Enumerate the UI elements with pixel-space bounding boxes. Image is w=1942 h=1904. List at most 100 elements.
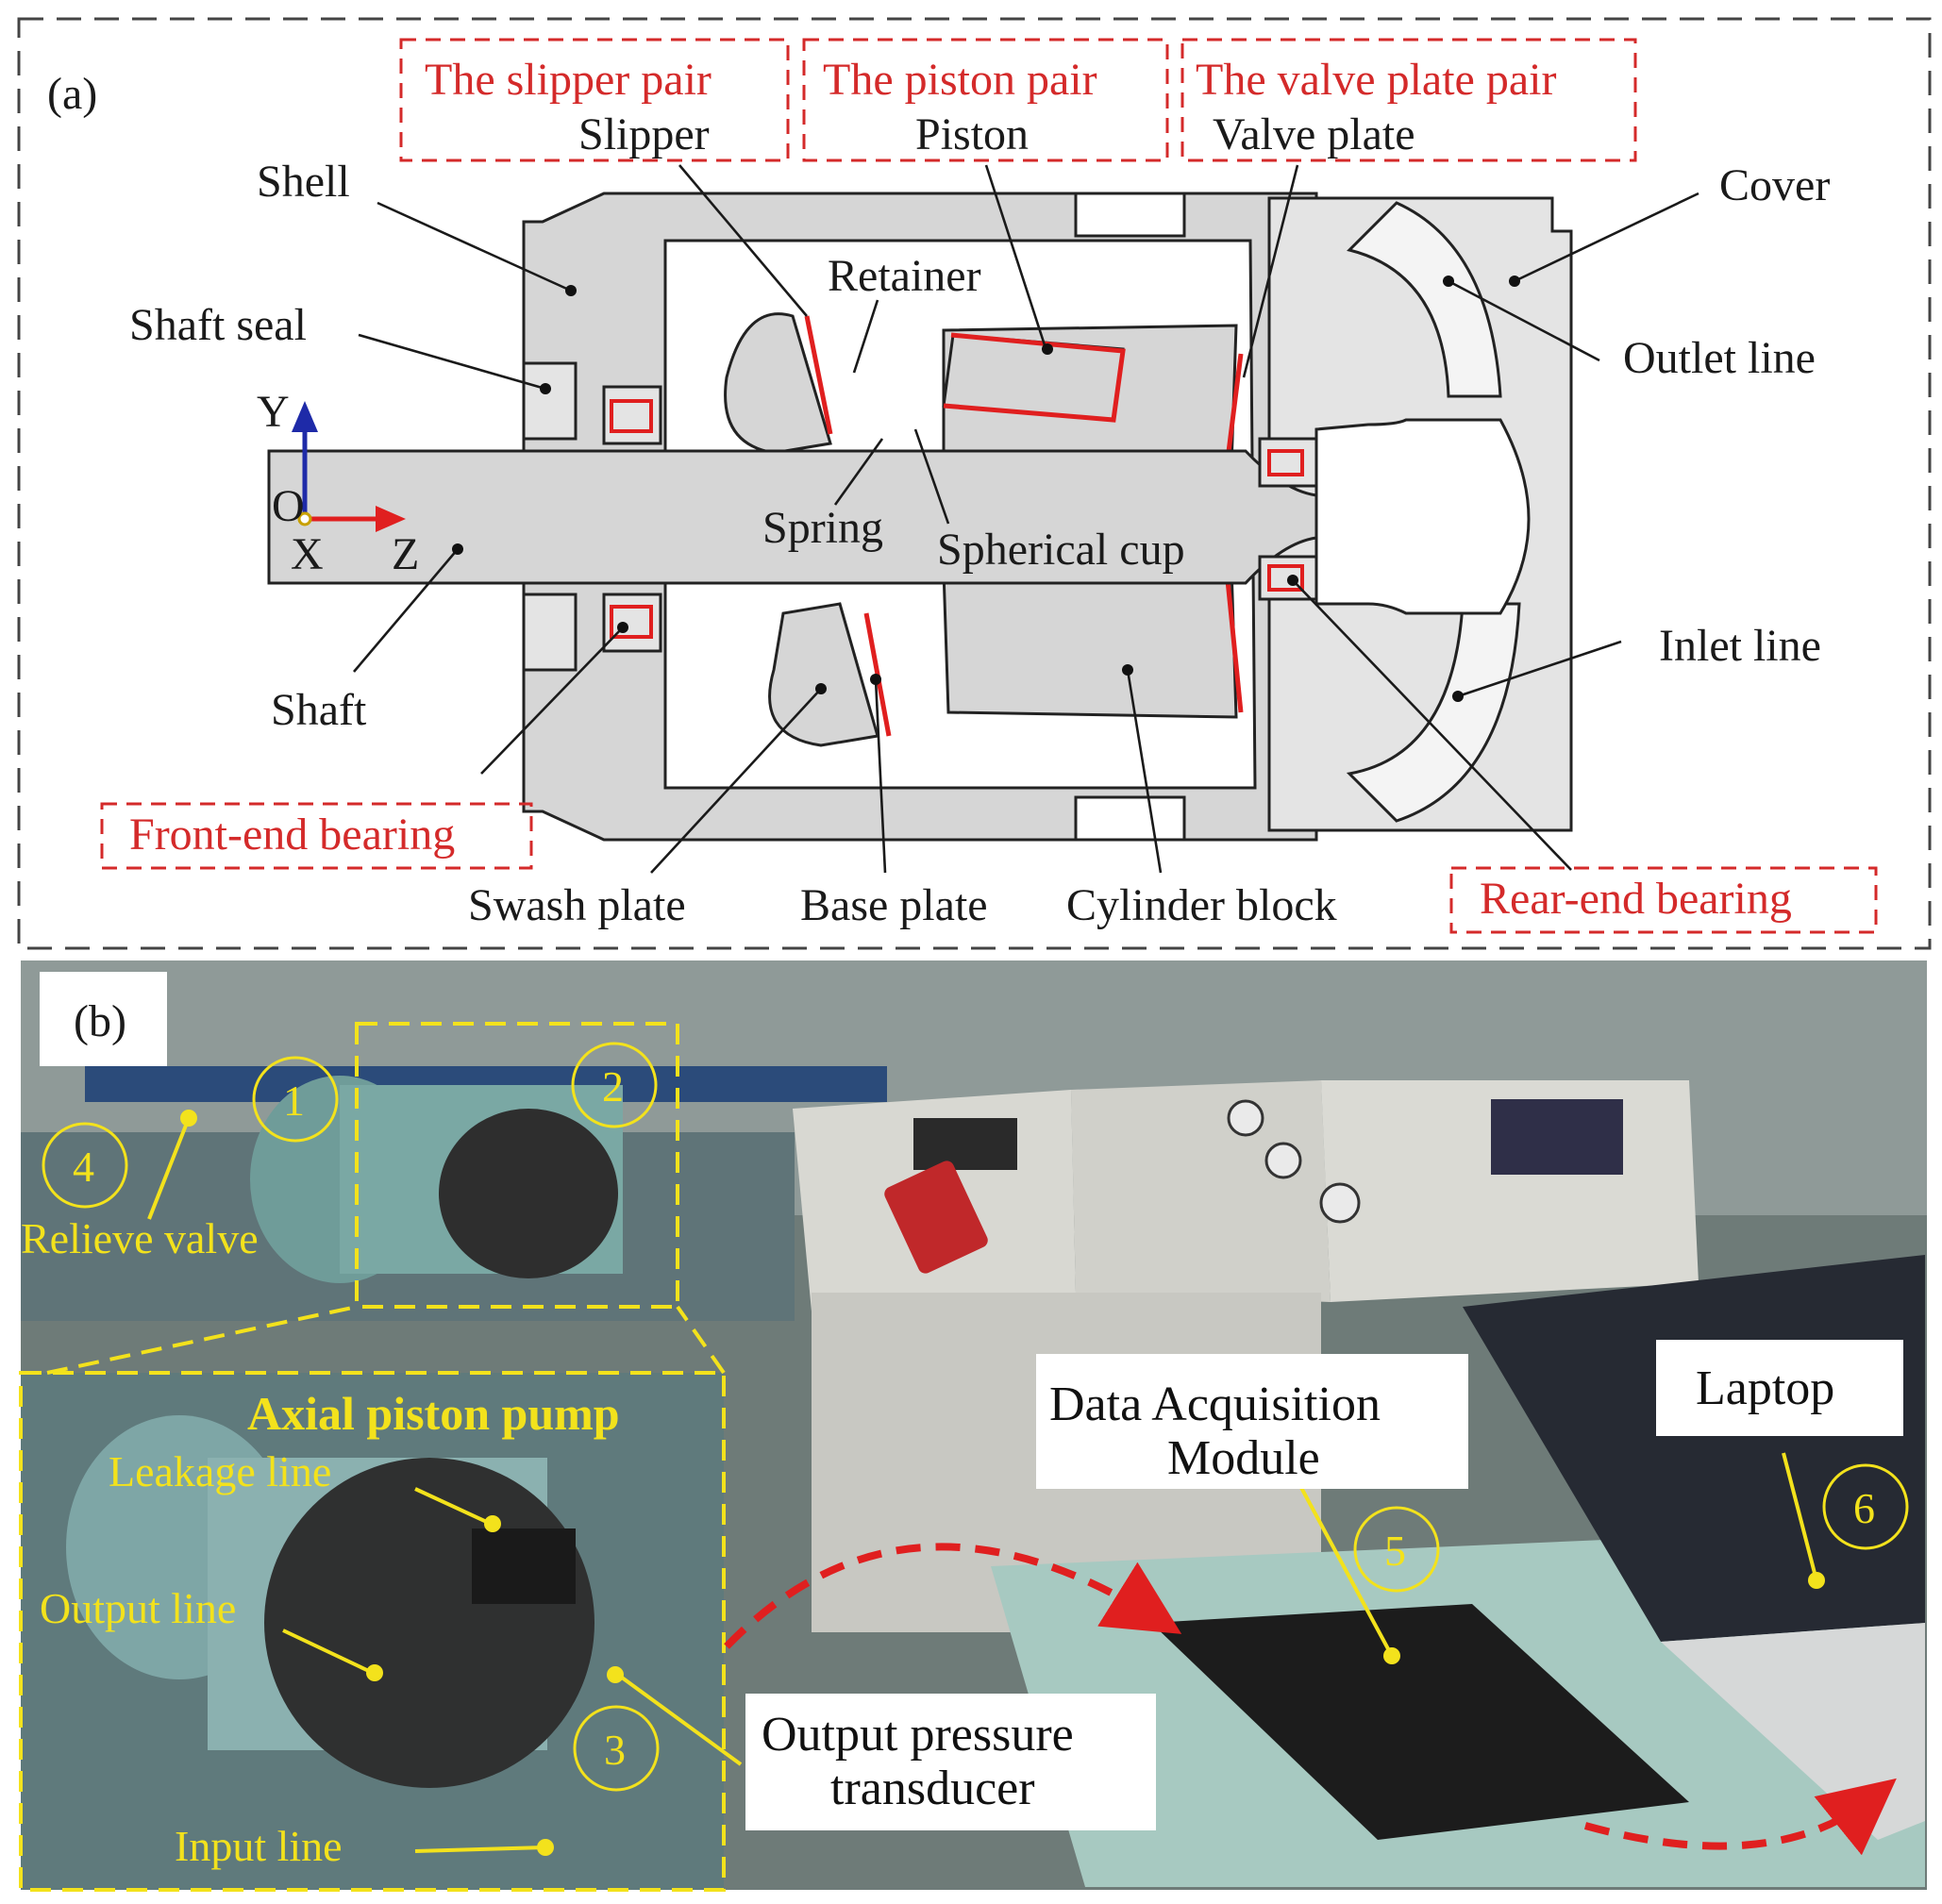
relieve-valve-label: Relieve valve [21,1214,259,1262]
shaft-label: Shaft [271,685,367,735]
front-bearing-lower-contour [610,605,653,639]
shell-top-slot [1074,192,1186,238]
shaft-seal-label: Shaft seal [129,300,307,350]
output-line-leader [282,1628,374,1675]
pump-cross-section [267,192,1573,842]
laptop-label: Laptop [1696,1361,1834,1415]
gauge-2 [1264,1142,1302,1179]
hmi-screen-right [1491,1099,1623,1175]
hmi-screen-left [913,1118,1017,1170]
axis-y-label: Y [257,387,290,437]
piston-pair-label: The piston pair [823,55,1097,105]
rear-bearing-lower-contour [1267,564,1304,592]
daq-leader [1291,1471,1394,1657]
panel-b-tag-box [40,972,167,1066]
laptop-label-box [1656,1340,1903,1436]
leader-lines-a [353,164,1699,874]
piston-pair-contour [943,332,1126,423]
pump-flange-upper [439,1109,618,1278]
slipper-pair-box [399,38,790,162]
spring-label: Spring [762,503,883,553]
gauge-3 [1319,1182,1361,1224]
inset-frame [19,1371,726,1892]
transducer-label-line2: transducer [830,1762,1035,1815]
origin-dot [297,511,312,526]
slipper-label: Slipper [578,109,710,159]
y-axis-arrowhead [292,401,318,432]
shell-label: Shell [257,157,350,207]
outlet-line-label: Outlet line [1623,333,1816,383]
signal-arrow-to-laptop [1583,1778,1897,1856]
rear-cavity [1314,418,1531,615]
transducer-leader [616,1673,743,1766]
panel-b-tag: (b) [74,996,126,1046]
axis-z-label: Z [392,529,419,579]
valve-plate-label: Valve plate [1213,109,1415,159]
piston-pair-box [802,38,1169,162]
gauge-1 [1227,1099,1264,1137]
panel-a: (a) The slipper pair The piston pair The… [17,17,1932,950]
zoom-connector-right [676,1305,726,1375]
panel-b: (b) 1 2 3 4 5 6 Relieve valve Axial pist… [19,960,1927,1892]
cylinder-block-lower [942,564,1238,719]
leakage-line-leader [414,1487,492,1526]
rear-bearing-upper-contour [1267,449,1304,476]
piston-label: Piston [915,109,1029,159]
marker-1-text: 1 [283,1077,305,1125]
base-plate-label: Base plate [800,880,988,930]
shell-bottom-slot [1074,795,1186,842]
axial-piston-pump-label: Axial piston pump [247,1387,620,1440]
axis-x-label: X [291,529,324,579]
retainer-label: Retainer [828,251,981,301]
slipper-pair-label: The slipper pair [425,55,712,105]
rear-bearing-box [1449,866,1878,934]
coordinate-axes: Y O X Z [257,387,419,579]
input-line-label: Input line [175,1822,343,1870]
transducer-label-line1: Output pressure [762,1708,1074,1762]
daq-label-box [1036,1354,1468,1489]
daq-module-box [1151,1604,1689,1840]
front-bearing-label: Front-end bearing [129,810,455,860]
marker-3 [573,1705,660,1792]
panel-a-tag: (a) [47,69,97,119]
front-bearing-upper-contour [610,399,653,433]
rear-bearing-label: Rear-end bearing [1480,874,1792,924]
axis-o-label: O [272,481,305,531]
marker-3-text: 3 [604,1726,626,1774]
inset-pump-flange [264,1458,594,1788]
pump-zoom-box [355,1022,679,1309]
inlet-line-label: Inlet line [1659,621,1821,671]
red-tray [884,1161,988,1274]
inlet-channel [1346,602,1521,823]
numbered-markers: 1 2 3 4 5 6 [42,1042,1909,1792]
swash-plate-label: Swash plate [468,880,686,930]
laptop-leader [1782,1452,1818,1581]
swash-plate-upper [724,312,832,455]
cylinder-block-label: Cylinder block [1066,880,1337,930]
zoom-connector-left [46,1305,358,1375]
relieve-valve-leader [147,1117,191,1220]
cover-label: Cover [1719,160,1830,210]
daq-label-line2: Module [1167,1431,1320,1485]
marker-2 [571,1042,658,1128]
valve-plate-pair-label: The valve plate pair [1196,55,1556,105]
marker-4 [42,1122,128,1209]
input-line-leader [414,1846,546,1853]
marker-1 [252,1056,339,1143]
marker-4-text: 4 [73,1143,94,1191]
marker-6-text: 6 [1853,1484,1875,1532]
cabinet-middle [1071,1080,1331,1302]
shaft-seal-lower [522,593,578,672]
z-axis-arrowhead [376,506,406,532]
marker-5-text: 5 [1384,1527,1406,1575]
spherical-cup-label: Spherical cup [937,525,1185,575]
inset-pump-block [472,1528,576,1604]
marker-2-text: 2 [602,1062,624,1111]
outlet-channel [1347,201,1502,398]
slipper-pair-contour-upper [804,315,833,435]
transducer-label-box [745,1694,1156,1830]
marker-5 [1353,1506,1440,1593]
valve-plate-pair-box [1180,38,1637,162]
leakage-line-label: Leakage line [109,1447,331,1495]
